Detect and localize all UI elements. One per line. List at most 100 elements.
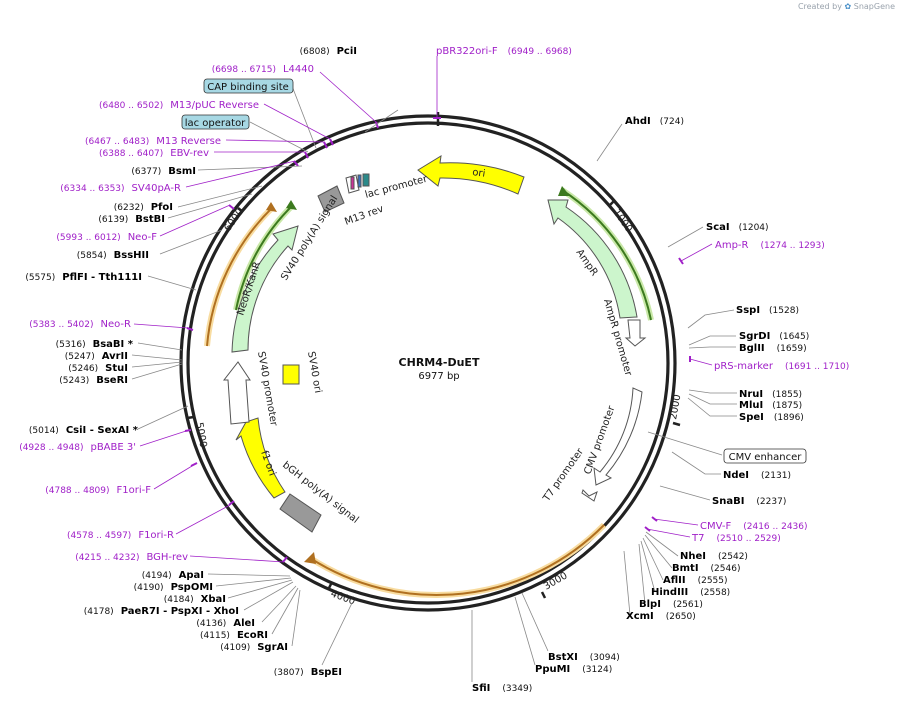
feature-t7-promoter xyxy=(581,489,598,502)
leader-bsabi xyxy=(137,342,183,351)
primer-m13-puc-reverse: (6480 .. 6502)M13/pUC Reverse xyxy=(99,100,259,111)
primer-f1ori-r: (4578 .. 4597)F1ori-R xyxy=(67,530,174,541)
feature-cap-site-mark xyxy=(357,174,362,188)
enzyme-sfii: SfiI(3349) xyxy=(472,683,532,694)
orf-left-orange-line xyxy=(206,206,274,347)
snapgene-logo: ✿ xyxy=(844,2,852,11)
leader-cmv-enhancer xyxy=(647,431,723,456)
plasmid-length: 6977 bp xyxy=(418,371,459,382)
credit-prefix: Created by xyxy=(797,2,842,11)
primer-marks xyxy=(184,117,691,563)
primer-leader-t7 xyxy=(646,528,691,538)
credit-brand: SnapGene xyxy=(853,2,895,11)
primer-l4440: (6698 .. 6715)L4440 xyxy=(212,64,314,75)
enzyme-blpi: BlpI(2561) xyxy=(639,599,703,610)
primer-mark-bgh-rev xyxy=(282,556,288,563)
feature-m13rev-mark xyxy=(362,173,370,187)
enzyme-xcmi: XcmI(2650) xyxy=(626,611,696,622)
leader-ecori xyxy=(271,587,299,635)
leader-xbai xyxy=(227,579,293,599)
primer-neo-f: (5993 .. 6012)Neo-F xyxy=(56,232,157,243)
primer-mark-neo-f xyxy=(228,204,235,210)
primer-leader-neo-f xyxy=(159,204,231,237)
backbone xyxy=(179,114,677,612)
label-m13-rev: M13 rev xyxy=(343,204,385,228)
leader-pcii xyxy=(364,109,399,133)
leader-paer7i xyxy=(243,581,294,611)
primer-leader-m13puc xyxy=(263,103,331,140)
feature-sv40-ori xyxy=(282,364,300,385)
label-sv40-promoter: SV40 promoter xyxy=(255,351,279,428)
primer-leader-prs-marker xyxy=(689,358,713,366)
primer-amp-r: Amp-R(1274 .. 1293) xyxy=(715,240,825,251)
leader-scai xyxy=(667,226,704,248)
leader-lac-operator xyxy=(249,121,309,153)
enzyme-nhei: NheI(2542) xyxy=(680,551,748,562)
primer-mark-f1ori-r xyxy=(228,500,235,506)
primer-labels: pBR322ori-F(6949 .. 6968) xyxy=(436,46,572,57)
leader-blpi xyxy=(638,543,646,605)
lac-operator-box xyxy=(181,114,250,130)
orf-arcs xyxy=(204,186,654,599)
feature-cmv-promoter xyxy=(593,387,643,486)
leader-bstbi xyxy=(167,193,253,219)
enzyme-ecori: (4115)EcoRI xyxy=(200,630,268,641)
enzyme-ahdi: AhdI(724) xyxy=(625,116,684,127)
primer-m13-reverse: (6467 .. 6483)M13 Reverse xyxy=(85,136,221,147)
feature-ampr-promoter xyxy=(624,319,647,347)
tick-6000 xyxy=(237,207,244,213)
primer-leader-m13rev xyxy=(225,139,326,143)
leader-pfoi xyxy=(177,185,263,208)
enzyme-bseri: (5243)BseRI xyxy=(59,375,128,386)
enzyme-pfoi: (6232)PfoI xyxy=(114,202,173,213)
cap-binding-site-box xyxy=(203,78,294,94)
leader-alei xyxy=(261,585,297,623)
boxed-feature-labels: CAP binding site lac operator CMV enhanc… xyxy=(181,78,807,464)
enzyme-spei: SpeI(1896) xyxy=(739,412,804,423)
leader-avrii xyxy=(131,354,183,361)
enzyme-snabi: SnaBI(2237) xyxy=(712,496,786,507)
tick-1000 xyxy=(609,199,616,206)
primer-leaders xyxy=(133,56,713,563)
primer-leader-sv40pa-r xyxy=(185,160,296,188)
primer-mark-l4440 xyxy=(375,121,379,129)
leader-bmti xyxy=(644,534,673,569)
feature-arrows xyxy=(222,155,647,533)
enzyme-stui: (5246)StuI xyxy=(68,363,128,374)
enzyme-labels-right: AhdI(724) ScaI(1204) SspI(1528) SgrDI(16… xyxy=(472,116,809,694)
primer-bgh-rev: (4215 .. 4232)BGH-rev xyxy=(75,552,188,563)
enzyme-bglii: BglII(1659) xyxy=(739,343,807,354)
primer-leader-amp-r xyxy=(680,243,713,262)
enzyme-bsabi: (5316)BsaBI * xyxy=(56,339,134,350)
enzyme-leaders xyxy=(131,85,737,682)
primer-mark-sv40pa-r xyxy=(293,160,299,167)
primer-t7: T7(2510 .. 2529) xyxy=(691,533,781,544)
feature-bgh-polya xyxy=(279,493,322,533)
tick-3000 xyxy=(540,591,547,599)
primer-mark-neo-r xyxy=(186,327,194,331)
enzyme-hindiii: HindIII(2558) xyxy=(651,587,730,598)
feature-sv40-promoter xyxy=(222,361,251,425)
enzyme-xbai: (4184)XbaI xyxy=(164,594,226,605)
leader-ahdi xyxy=(596,123,623,162)
enzyme-scai: ScaI(1204) xyxy=(706,222,769,233)
orf-neo-line xyxy=(235,204,294,311)
leader-bspei xyxy=(321,602,353,666)
leader-csii xyxy=(137,405,189,430)
primer-mark-pbabe3 xyxy=(184,429,192,432)
leader-ndei xyxy=(671,451,721,475)
feature-f1-ori xyxy=(235,417,286,499)
leader-bsmi xyxy=(197,165,303,171)
enzyme-bmti: BmtI(2546) xyxy=(672,563,740,574)
tick-2000 xyxy=(672,421,681,427)
label-ori: ori xyxy=(472,167,486,180)
enzyme-mlui: MluI(1875) xyxy=(739,400,802,411)
leader-apai xyxy=(207,573,291,577)
enzyme-pspomi: (4190)PspOMI xyxy=(134,582,213,593)
enzyme-pflfi: (5575)PflFI - Tth111I xyxy=(25,272,142,283)
leader-hindiii xyxy=(640,540,656,593)
enzyme-bstxi: BstXI(3094) xyxy=(548,652,620,663)
primer-ebv-rev: (6388 .. 6407)EBV-rev xyxy=(99,148,209,159)
enzyme-alei: (4136)AleI xyxy=(196,618,255,629)
